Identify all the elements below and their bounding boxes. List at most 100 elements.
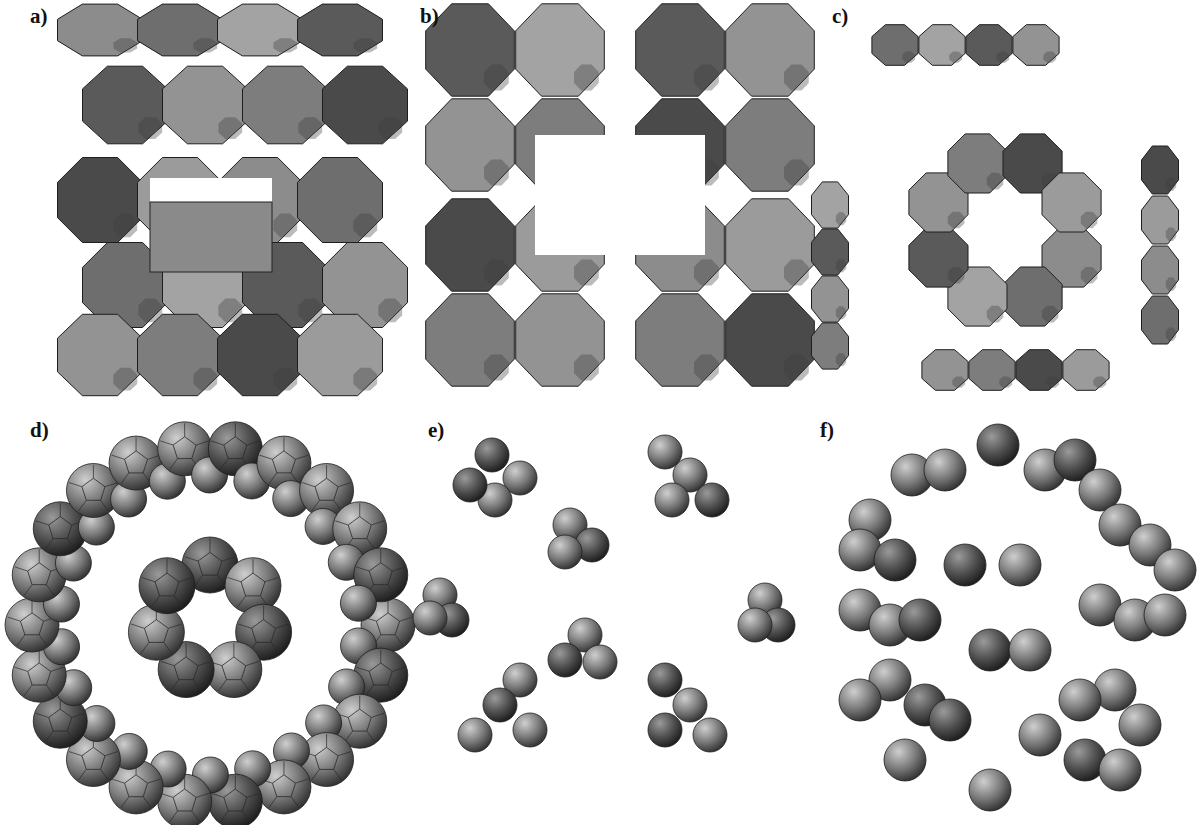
facet — [948, 212, 965, 229]
facet — [1081, 267, 1098, 284]
facet-edge — [237, 596, 245, 607]
facet — [1042, 306, 1059, 323]
facet-edge — [184, 423, 185, 437]
facet-edge — [69, 752, 82, 756]
truncated-octahedron — [58, 158, 143, 243]
truncated-octahedron — [138, 4, 223, 56]
facet — [28, 563, 51, 585]
facet — [298, 117, 322, 139]
polyhedron-ball — [483, 688, 517, 722]
truncated-octahedron — [1013, 25, 1059, 66]
truncated-octahedron — [636, 294, 725, 386]
facet-edge — [36, 521, 49, 525]
facet — [113, 213, 137, 237]
facet-edge — [283, 761, 284, 775]
facet-edge — [228, 577, 241, 581]
facet-edge — [392, 567, 405, 571]
facet-edge — [136, 437, 137, 451]
panel-label: a) — [30, 6, 48, 27]
polyhedron-ball — [548, 535, 582, 569]
panel-label: d) — [30, 420, 49, 441]
facet-edge — [380, 649, 381, 663]
truncated-octahedron — [726, 199, 815, 291]
facet-edge — [235, 776, 236, 790]
facet — [138, 117, 162, 139]
polyhedron-ball — [944, 544, 986, 586]
polyhedron-ball — [695, 483, 729, 517]
facet — [49, 517, 72, 539]
polyhedron-ball — [1154, 549, 1196, 591]
facet-edge — [17, 635, 25, 646]
facet-edge — [211, 441, 224, 445]
facet — [193, 38, 217, 52]
square-pore — [535, 135, 705, 255]
facet-edge — [24, 585, 32, 596]
facet-edge — [67, 731, 75, 742]
facet-edge — [295, 779, 308, 783]
facet-edge — [160, 441, 173, 445]
truncated-octahedron — [726, 99, 815, 191]
facet-edge — [24, 685, 32, 696]
truncated-octahedron — [922, 350, 968, 391]
facet — [784, 160, 809, 186]
truncated-octahedron — [812, 229, 849, 275]
facet-edge — [161, 661, 174, 665]
facet-edge — [196, 441, 209, 445]
facet-edge — [186, 643, 187, 657]
facet-edge — [210, 538, 211, 552]
truncated-octahedron — [1003, 267, 1062, 326]
facet — [353, 38, 377, 52]
truncated-octahedron — [1042, 173, 1101, 232]
truncated-octahedron — [163, 66, 248, 144]
facet-edge — [121, 473, 129, 484]
truncated-octahedron — [1142, 146, 1179, 194]
facet-edge — [247, 441, 260, 445]
truncated-octahedron — [812, 323, 849, 369]
facet — [484, 65, 509, 91]
truncated-octahedron — [243, 66, 328, 144]
facet-edge — [338, 752, 351, 756]
facet-edge — [276, 624, 289, 628]
facet-edge — [67, 539, 75, 550]
facet-edge — [367, 731, 375, 742]
facet — [948, 267, 965, 284]
facet-edge — [235, 423, 236, 437]
truncated-octahedron — [138, 314, 223, 395]
facet — [949, 51, 962, 62]
truncated-octahedron — [1142, 296, 1179, 344]
channel-opening — [150, 178, 272, 202]
facet-edge — [238, 624, 251, 628]
polyhedron-ball — [475, 438, 509, 472]
facet-edge — [121, 797, 129, 808]
facet — [694, 65, 719, 91]
facet-edge — [170, 811, 178, 822]
polyhedron-ball — [839, 679, 881, 721]
facet-edge — [60, 503, 61, 516]
facet — [144, 620, 168, 643]
facet — [198, 552, 222, 575]
facet — [113, 368, 137, 391]
polyhedron-ball — [1019, 714, 1061, 756]
facet — [694, 260, 719, 286]
polyhedron-ball — [673, 688, 707, 722]
facet — [49, 709, 72, 731]
facet — [125, 451, 148, 473]
truncated-octahedron — [726, 4, 815, 96]
polyhedron-ball — [453, 468, 487, 502]
facet-edge — [15, 667, 28, 671]
facet-edge — [400, 617, 413, 621]
facet — [1166, 328, 1176, 341]
truncated-octahedron — [812, 182, 849, 228]
facet — [1043, 51, 1056, 62]
facet-edge — [367, 539, 375, 550]
facet — [784, 260, 809, 286]
facet — [376, 613, 399, 635]
polyhedron-ball — [884, 739, 926, 781]
facet-edge — [194, 575, 202, 586]
facet-edge — [101, 769, 109, 780]
facet — [369, 663, 392, 685]
facet — [484, 160, 509, 186]
facet — [1093, 376, 1106, 387]
facet — [996, 51, 1009, 62]
